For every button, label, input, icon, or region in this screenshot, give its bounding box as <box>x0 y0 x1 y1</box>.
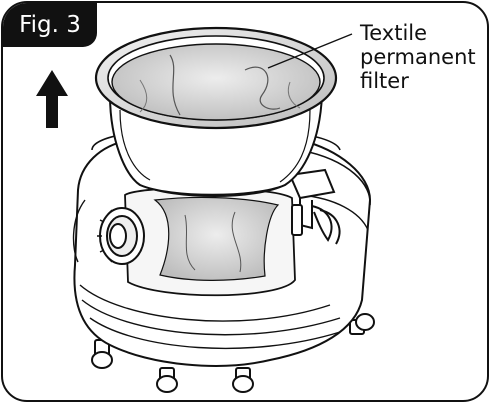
callout-line-3: filter <box>360 69 409 93</box>
castor-front-mid <box>156 367 178 393</box>
hose-inlet <box>97 207 145 265</box>
castor-front-right <box>232 367 254 393</box>
container-window <box>124 186 296 297</box>
callout-line-1: Textile <box>360 21 428 45</box>
callout-label: Textile permanent filter <box>360 21 476 93</box>
callout-leader-line <box>267 33 353 69</box>
castor-wheels <box>91 313 375 393</box>
filter-rim <box>94 26 338 130</box>
callout-line-2: permanent <box>360 45 476 69</box>
figure-label: Fig. 3 <box>3 3 97 47</box>
castor-rear-right <box>349 313 375 335</box>
arrow-up-icon <box>36 70 68 128</box>
latch-clip <box>288 168 341 245</box>
